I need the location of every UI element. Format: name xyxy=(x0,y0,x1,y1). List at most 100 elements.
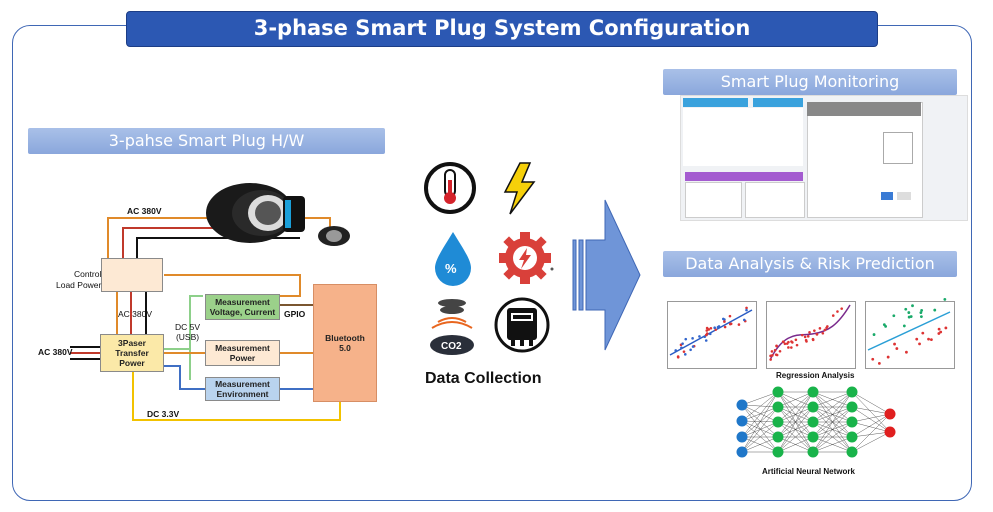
nn-edge xyxy=(741,420,779,438)
dc5v-label: DC 5V (USB) xyxy=(175,322,201,342)
nn-edge xyxy=(812,391,853,438)
scatter-point xyxy=(892,314,896,318)
scatter-point xyxy=(681,342,684,345)
ac380-left-label: AC 380V xyxy=(38,347,73,357)
ac380-top-label: AC 380V xyxy=(127,206,162,216)
nn-edge xyxy=(741,420,779,453)
scatter-point xyxy=(714,328,718,331)
nn-edge xyxy=(741,391,779,453)
regression-analysis-label: Regression Analysis xyxy=(776,371,855,380)
scatter-point xyxy=(804,338,808,342)
scatter-point xyxy=(803,335,807,339)
scatter-point xyxy=(872,333,876,336)
scatter-point xyxy=(713,326,716,330)
nn-edge xyxy=(741,406,779,453)
scatter-point xyxy=(790,346,793,349)
scatter-point xyxy=(911,304,914,308)
scatter-point xyxy=(737,323,741,326)
scatter-point xyxy=(745,308,748,312)
nn-edge xyxy=(741,391,779,438)
scatter-point xyxy=(944,326,948,330)
monitoring-screenshot xyxy=(680,95,968,221)
scatter-point xyxy=(728,314,732,318)
scatter-point xyxy=(705,329,709,332)
scatter-point xyxy=(920,308,924,312)
dc33-label: DC 3.3V xyxy=(147,409,180,419)
nn-edge xyxy=(777,421,814,453)
scatter-point xyxy=(794,338,798,342)
scatter-point xyxy=(728,322,732,326)
scatter-point xyxy=(680,346,683,350)
nn-edge xyxy=(812,421,853,453)
nn-edge xyxy=(741,421,779,453)
scatter-point xyxy=(927,337,930,341)
measurement-environment-box: Measurement Environment xyxy=(205,377,280,401)
power-meter-icon xyxy=(494,297,550,353)
scatter-point xyxy=(813,329,816,332)
bluetooth-box: Bluetooth 5.0 xyxy=(313,284,377,402)
scatter-point xyxy=(682,350,686,353)
scatter-point xyxy=(770,350,774,353)
scatter-point xyxy=(933,308,937,312)
gpio-label: GPIO xyxy=(284,309,306,319)
data-collection-label: Data Collection xyxy=(425,370,542,387)
scatter-point xyxy=(773,348,777,352)
scatter-point xyxy=(703,335,707,339)
nn-edge xyxy=(812,406,853,453)
scatter-point xyxy=(895,347,899,350)
nn-node xyxy=(884,408,896,420)
gear-power-icon xyxy=(499,232,554,284)
nn-edge xyxy=(812,436,853,453)
scatter-point xyxy=(674,349,678,352)
nn-edge xyxy=(741,404,779,438)
scatter-point xyxy=(709,326,713,330)
scatter-point xyxy=(831,314,835,317)
scatter-point xyxy=(918,342,921,346)
nn-edge xyxy=(777,391,814,408)
nn-node xyxy=(846,386,858,398)
scatter-point xyxy=(708,332,712,336)
scatter-point xyxy=(882,323,886,327)
nn-node xyxy=(736,431,748,443)
nn-node xyxy=(807,431,819,443)
nn-edge xyxy=(851,413,891,438)
nn-edge xyxy=(812,391,853,423)
scatter-point xyxy=(823,328,827,332)
nn-edge xyxy=(812,391,853,453)
scatter-point xyxy=(717,325,721,328)
scatter-point xyxy=(781,340,785,343)
scatter-point xyxy=(691,337,694,340)
scatter-point xyxy=(691,345,695,348)
scatter-point xyxy=(939,330,943,334)
ann-label: Artificial Neural Network xyxy=(762,467,855,476)
control-load-power-label: Control Load Power xyxy=(56,269,102,290)
regression-chart-2 xyxy=(766,301,856,369)
nn-node xyxy=(807,446,819,458)
monitoring-section-header: Smart Plug Monitoring xyxy=(663,69,957,95)
scatter-point xyxy=(683,353,687,356)
scatter-point xyxy=(877,361,881,365)
nn-edge xyxy=(851,413,891,423)
scatter-point xyxy=(787,340,790,344)
scatter-point xyxy=(698,335,701,338)
scatter-point xyxy=(930,338,933,342)
scatter-point xyxy=(904,307,908,311)
scatter-point xyxy=(915,337,919,341)
scatter-point xyxy=(893,342,896,346)
nn-edge xyxy=(851,406,891,433)
nn-edge xyxy=(777,406,814,453)
scatter-point xyxy=(684,337,688,341)
co2-symbol: CO2 xyxy=(441,341,462,352)
nn-node xyxy=(846,401,858,413)
scatter-point xyxy=(723,325,727,329)
scatter-point xyxy=(871,357,875,361)
scatter-point xyxy=(907,311,911,314)
scatter-point xyxy=(921,331,925,335)
nn-node xyxy=(772,431,784,443)
nn-edge xyxy=(851,391,891,433)
scatter-point xyxy=(774,353,778,356)
scatter-point xyxy=(771,354,774,357)
